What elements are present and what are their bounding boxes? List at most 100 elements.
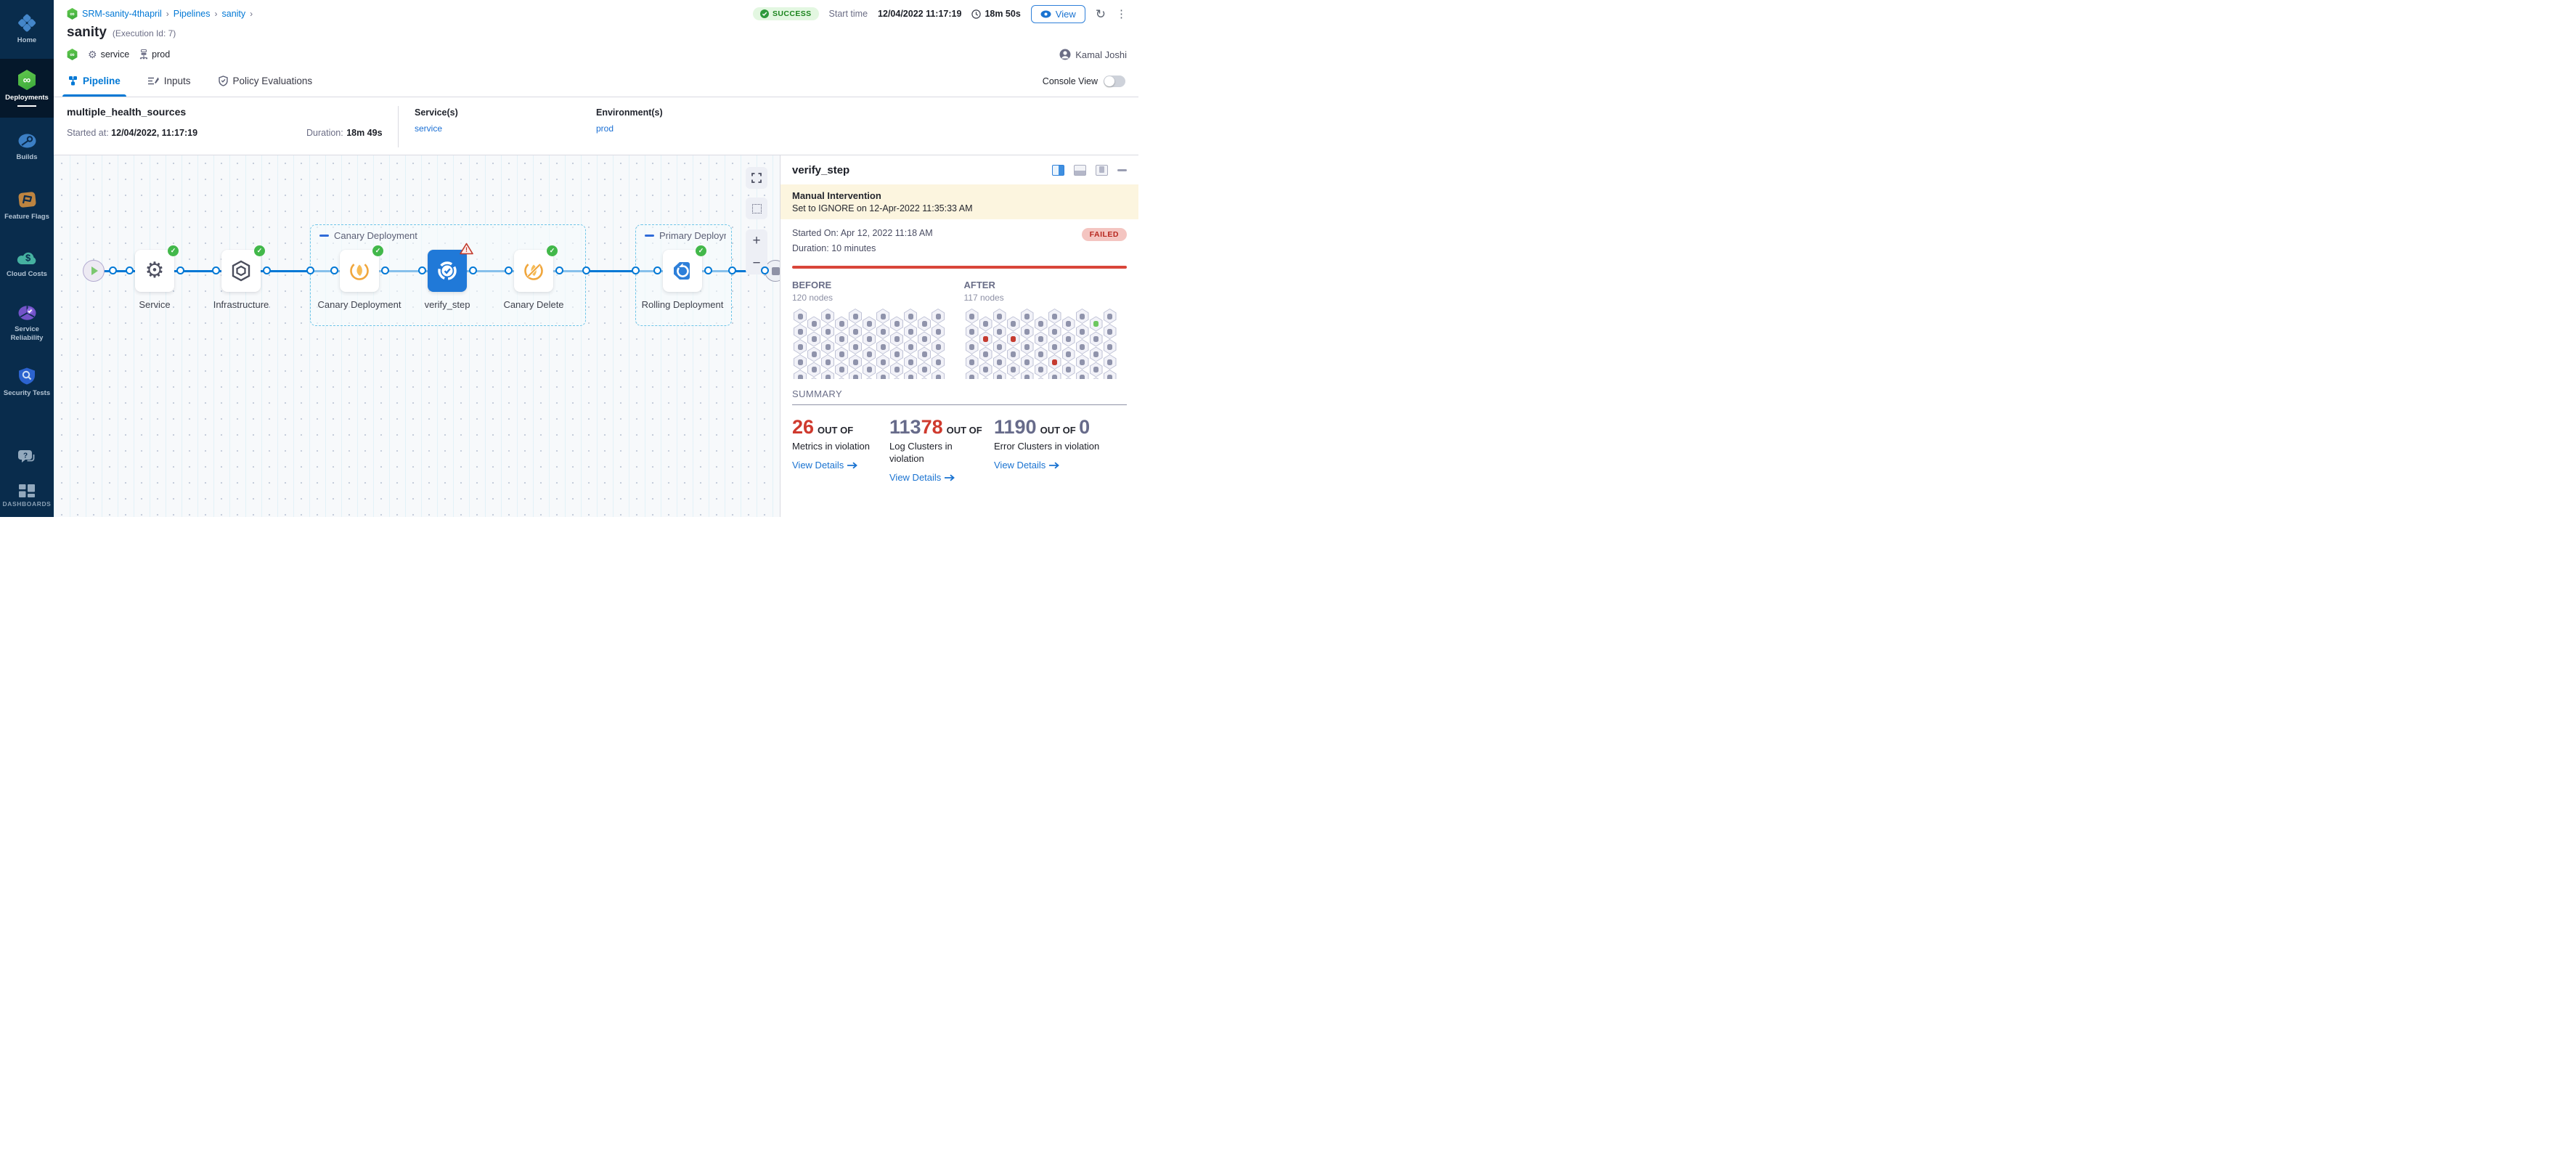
node-hexagon[interactable] [932,370,945,379]
node-hexagon[interactable] [1089,331,1103,347]
node-hexagon[interactable] [821,354,834,370]
node-hexagon[interactable] [821,370,834,379]
node-hexagon[interactable] [1034,362,1048,378]
node-hexagon[interactable] [876,354,889,370]
node-hexagon[interactable] [979,362,993,378]
breadcrumb-pipeline-name[interactable]: sanity [221,9,246,19]
kebab-menu-icon[interactable]: ⋮ [1116,7,1127,20]
node-hexagon[interactable] [1089,346,1103,362]
tab-inputs[interactable]: Inputs [147,65,192,97]
node-hexagon[interactable] [835,362,848,378]
node-hexagon[interactable] [979,316,993,332]
node-hexagon[interactable] [1075,354,1089,370]
node-hexagon[interactable] [1020,309,1034,324]
environment-tag[interactable]: prod [139,49,170,60]
node-hexagon[interactable] [1061,362,1075,378]
node-hexagon[interactable] [993,309,1006,324]
node-hexagon[interactable] [807,377,820,379]
view-details-link-metrics[interactable]: View Details [792,460,881,471]
node-hexagon[interactable] [849,339,862,354]
node-hexagon[interactable] [1103,324,1117,339]
breadcrumb-pipelines[interactable]: Pipelines [173,9,211,19]
node-hexagon[interactable] [918,362,931,378]
node-hexagon[interactable] [1061,346,1075,362]
sidebar-item-feature-flags[interactable]: Feature Flags [0,176,54,235]
node-hexagon[interactable] [979,346,993,362]
node-hexagon[interactable] [794,339,807,354]
node-hexagon[interactable] [965,324,979,339]
node-hexagon[interactable] [1006,362,1020,378]
canvas-fit-button[interactable] [746,167,767,189]
console-view-toggle[interactable] [1104,75,1125,87]
node-hexagon[interactable] [1075,324,1089,339]
node-hexagon[interactable] [849,354,862,370]
view-button[interactable]: View [1030,4,1085,23]
pipeline-canvas[interactable]: Canary Deployment Primary Deployment ⚙ ✓… [54,155,780,517]
zoom-in-button[interactable]: + [752,232,761,248]
node-hexagon[interactable] [849,324,862,339]
node-hexagon[interactable] [965,370,979,379]
node-hexagon[interactable] [807,316,820,332]
node-hexagon[interactable] [993,339,1006,354]
node-hexagon[interactable] [821,324,834,339]
node-hexagon[interactable] [807,362,820,378]
node-hexagon[interactable] [1034,316,1048,332]
node-hexagon[interactable] [993,370,1006,379]
node-hexagon[interactable] [1006,377,1020,379]
node-hexagon[interactable] [863,331,876,347]
node-hexagon[interactable] [794,309,807,324]
group-label-canary[interactable]: Canary Deployment [319,230,417,241]
layout-right-icon[interactable] [1052,164,1064,176]
node-hexagon[interactable] [932,354,945,370]
node-hexagon[interactable] [835,377,848,379]
node-hexagon[interactable] [1089,377,1103,379]
node-hexagon[interactable] [794,370,807,379]
node-hexagon[interactable] [1061,331,1075,347]
node-hexagon[interactable] [890,346,903,362]
node-hexagon[interactable] [904,370,917,379]
node-hexagon[interactable] [932,324,945,339]
view-details-link-log-clusters[interactable]: View Details [889,472,985,483]
node-hexagon[interactable] [835,346,848,362]
node-hexagon[interactable] [1103,370,1117,379]
layout-float-icon[interactable] [1096,164,1108,176]
service-link[interactable]: service [415,123,443,134]
node-canary-deployment[interactable]: ✓ [340,245,383,292]
node-hexagon[interactable] [918,316,931,332]
minimize-icon[interactable] [1117,168,1127,171]
node-canary-delete[interactable]: ✓ [514,245,558,292]
view-details-link-error-clusters[interactable]: View Details [994,460,1126,471]
node-hexagon[interactable] [807,331,820,347]
node-hexagon[interactable] [1048,339,1061,354]
node-hexagon[interactable] [918,346,931,362]
node-hexagon[interactable] [876,339,889,354]
node-service[interactable]: ⚙ ✓ [135,245,179,292]
node-hexagon[interactable] [1075,339,1089,354]
breadcrumb-project[interactable]: SRM-sanity-4thapril [82,9,162,19]
node-hexagon[interactable] [1103,339,1117,354]
group-label-primary[interactable]: Primary Deployment [645,230,726,241]
node-hexagon[interactable] [1034,346,1048,362]
node-hexagon[interactable] [1061,377,1075,379]
node-verify-step[interactable]: ! [428,243,473,292]
sidebar-item-cloud-costs[interactable]: $ Cloud Costs [0,235,54,294]
node-hexagon[interactable] [1006,346,1020,362]
node-hexagon[interactable] [890,331,903,347]
node-hexagon[interactable] [890,377,903,379]
node-hexagon[interactable] [965,309,979,324]
node-hexagon[interactable] [932,309,945,324]
node-hexagon[interactable] [1048,354,1061,370]
node-hexagon[interactable] [890,362,903,378]
node-hexagon[interactable] [1020,370,1034,379]
node-hexagon[interactable] [821,309,834,324]
node-infrastructure[interactable]: ✓ [221,245,265,292]
node-hexagon[interactable] [1061,316,1075,332]
node-hexagon[interactable] [863,362,876,378]
node-hexagon[interactable] [1075,309,1089,324]
node-hexagon[interactable] [1103,354,1117,370]
tab-pipeline[interactable]: Pipeline [62,65,126,97]
node-hexagon[interactable] [1020,339,1034,354]
node-hexagon[interactable] [794,324,807,339]
node-hexagon[interactable] [979,377,993,379]
service-tag[interactable]: ⚙ service [88,48,130,60]
